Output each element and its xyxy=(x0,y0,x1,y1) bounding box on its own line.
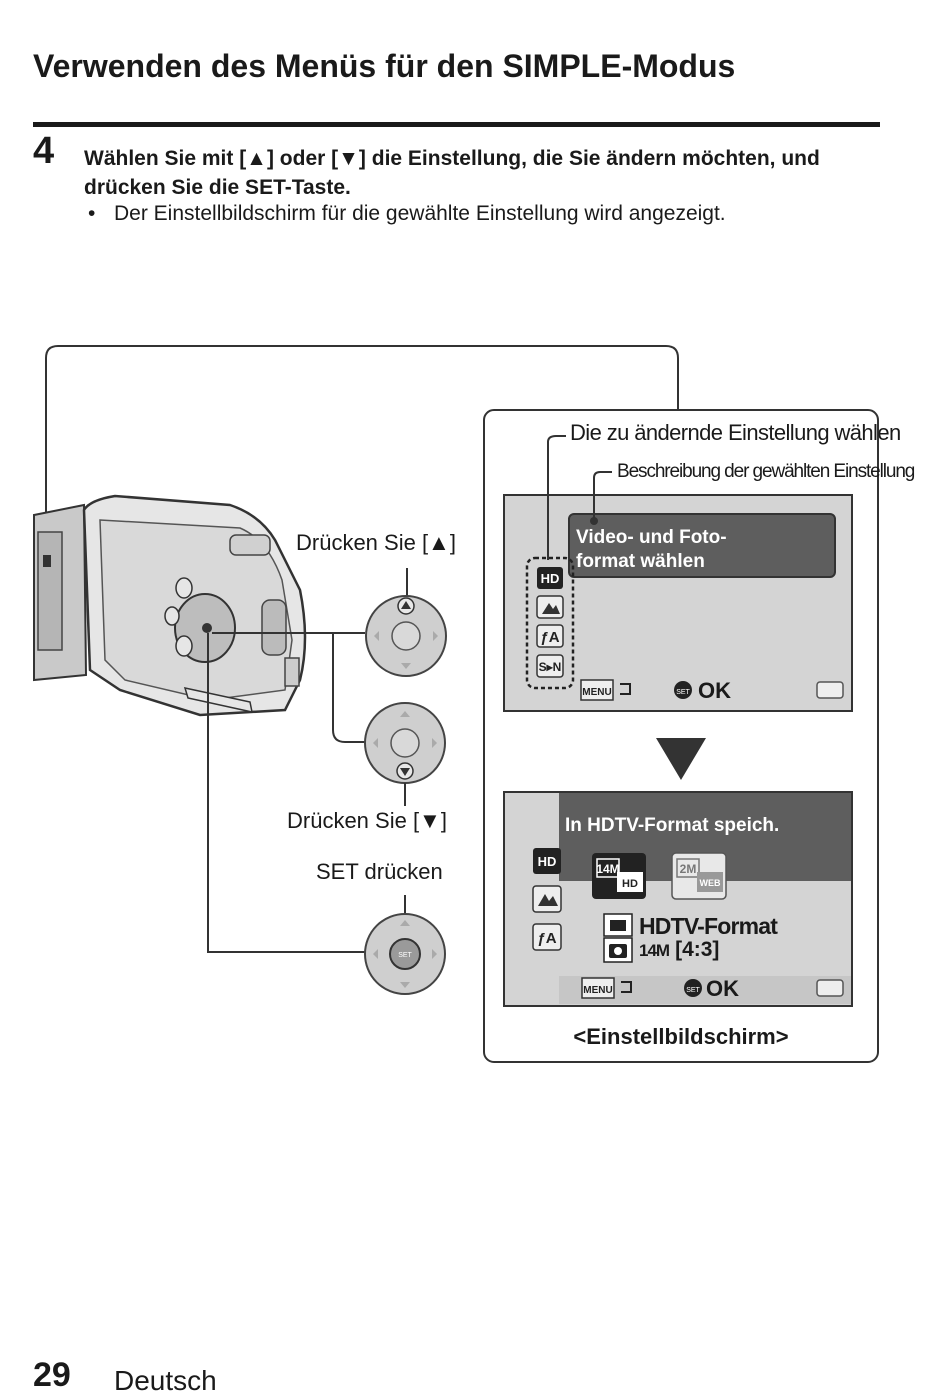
photo-ratio: [4:3] xyxy=(675,938,720,961)
screen1-description: Video- und Foto- format wählen xyxy=(576,527,727,572)
scene-icon xyxy=(538,894,558,906)
step-bullet-text: Der Einstellbildschirm für die gewählte … xyxy=(114,202,726,225)
flash-auto-icon: ƒA xyxy=(537,930,556,947)
set-button-text: SET xyxy=(398,952,412,959)
screen1-menu-icons: HD ƒA S▸N xyxy=(536,567,564,678)
battery-icon xyxy=(816,979,844,997)
hd-icon: HD xyxy=(541,571,560,586)
press-set-label: SET drücken xyxy=(316,859,443,884)
screen1-set-key: SET xyxy=(676,689,690,696)
flash-auto-icon: ƒA xyxy=(540,629,559,646)
scene-icon xyxy=(542,603,560,614)
press-up-label: Drücken Sie [▲] xyxy=(296,530,456,555)
heading-rule xyxy=(33,122,880,127)
step-instruction: Wählen Sie mit [▲] oder [▼] die Einstell… xyxy=(84,147,820,199)
screen1-ok: OK xyxy=(698,678,731,703)
page-title: Verwenden des Menüs für den SIMPLE-Modus xyxy=(33,48,736,84)
dial-press-set: SET xyxy=(364,895,446,995)
step-bullet: •Der Einstellbildschirm für die gewählte… xyxy=(88,202,726,225)
screen2-heading: In HDTV-Format speich. xyxy=(565,815,780,836)
screen1-menu-key: MENU xyxy=(582,687,611,698)
step-number: 4 xyxy=(33,130,55,172)
arrow-down-icon xyxy=(656,738,706,780)
screen2-set-key: SET xyxy=(686,987,700,994)
dial-press-up xyxy=(365,568,447,677)
option1-size: 14M xyxy=(596,862,619,876)
press-down-label: Drücken Sie [▼] xyxy=(287,808,447,833)
back-icon xyxy=(620,683,631,695)
hd-icon: HD xyxy=(538,854,557,869)
screen2-ok: OK xyxy=(706,976,739,1001)
page-number: 29 xyxy=(33,1356,71,1394)
page-language: Deutsch xyxy=(114,1365,217,1396)
back-icon xyxy=(621,981,632,993)
screen2-video-format: HDTV-Format xyxy=(639,913,778,939)
option2-tag: WEB xyxy=(700,878,721,888)
noise-icon: S▸N xyxy=(539,660,562,674)
annotation-description: Beschreibung der gewählten Einstellung xyxy=(617,461,915,482)
figure-caption: <Einstellbildschirm> xyxy=(573,1024,789,1049)
battery-icon xyxy=(816,681,844,699)
camcorder-drawing xyxy=(33,494,307,717)
screen2-photo-setting: 14M [4:3] xyxy=(639,938,719,962)
screen2-menu-icons: HD ƒA xyxy=(532,848,562,951)
option1-tag: HD xyxy=(622,878,638,890)
photo-size: 14M xyxy=(639,941,670,960)
annotation-select-setting: Die zu ändernde Einstellung wählen xyxy=(570,420,901,445)
dial-press-down xyxy=(364,702,446,806)
screen2-menu-key: MENU xyxy=(583,985,612,996)
option2-size: 2M xyxy=(680,862,697,876)
